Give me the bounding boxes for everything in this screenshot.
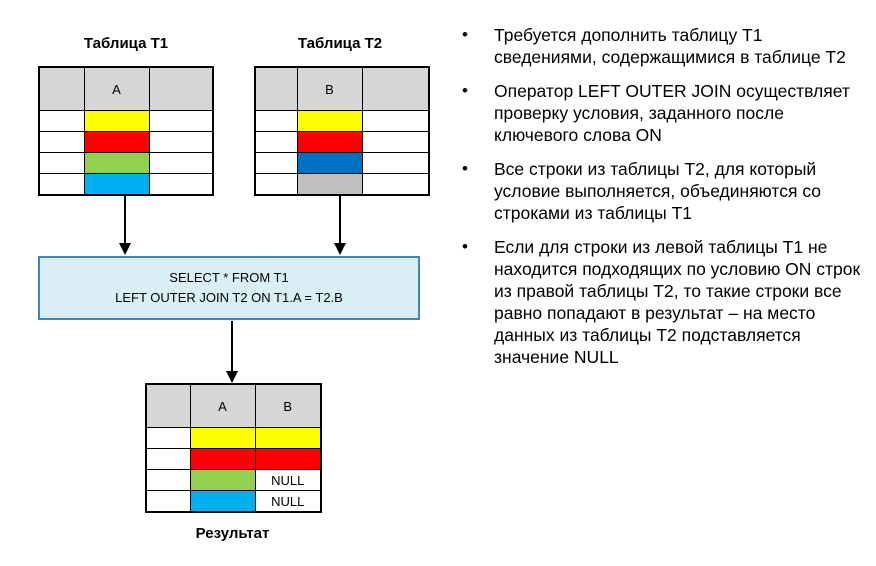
table-row [145,427,322,449]
list-item: • Оператор LEFT OUTER JOIN осуществляет п… [462,80,862,146]
table-t1-header: A [38,66,214,111]
explanation-list: • Требуется дополнить таблицу Т1 сведения… [462,24,862,380]
bullet-text: Если для строки из левой таблицы Т1 не н… [494,237,861,367]
table-row [38,110,214,132]
column-header-a: A [83,66,150,111]
result-b-cell [254,427,322,449]
arrow-query-to-result [226,321,238,383]
table-t1-title: Таблица Т1 [83,35,169,52]
sql-query-box: SELECT * FROM T1 LEFT OUTER JOIN T2 ON T… [38,256,420,320]
bullet-text: Все строки из таблицы Т2, для который ус… [494,159,821,223]
table-row: NULL [145,490,322,513]
color-cell [296,110,363,132]
header-cell [148,66,214,111]
result-b-cell: NULL [254,469,322,491]
bullet-text: Оператор LEFT OUTER JOIN осуществляет пр… [494,81,850,145]
table-t1: A [38,66,214,196]
color-cell [189,448,256,470]
table-t2: B [254,66,430,196]
table-row [145,448,322,470]
arrow-t2-to-query [334,195,346,255]
table-t2-title: Таблица Т2 [297,35,383,52]
color-cell [296,152,363,174]
table-row [38,173,214,196]
sql-line-1: SELECT * FROM T1 [169,270,289,285]
color-cell [83,131,150,153]
header-cell [361,66,430,111]
table-row [38,152,214,174]
column-header-b: B [254,383,322,428]
sql-line-2: LEFT OUTER JOIN T2 ON T1.A = T2.B [115,290,343,305]
bullet-text: Требуется дополнить таблицу Т1 сведениям… [494,25,846,67]
table-row [254,173,430,196]
bullet-icon: • [462,237,468,256]
color-cell [189,427,256,449]
result-table: A B NULL NULL [145,383,322,513]
result-title: Результат [195,525,270,542]
color-cell [296,131,363,153]
color-cell [189,490,256,513]
color-cell [189,469,256,491]
color-cell [83,152,150,174]
column-header-a: A [189,383,256,428]
color-cell [83,173,150,196]
list-item: • Требуется дополнить таблицу Т1 сведения… [462,24,862,68]
table-row [254,152,430,174]
table-t2-header: B [254,66,430,111]
arrow-t1-to-query [119,195,131,255]
result-b-cell [254,448,322,470]
header-cell [145,383,191,428]
result-b-cell: NULL [254,490,322,513]
list-item: • Все строки из таблицы Т2, для который у… [462,158,862,224]
table-row [38,131,214,153]
color-cell [83,110,150,132]
header-cell [254,66,298,111]
bullet-icon: • [462,81,468,100]
table-row [254,131,430,153]
bullet-icon: • [462,25,468,44]
color-cell [296,173,363,196]
bullet-icon: • [462,159,468,178]
list-item: • Если для строки из левой таблицы Т1 не … [462,236,862,368]
column-header-b: B [296,66,363,111]
table-row: NULL [145,469,322,491]
table-row [254,110,430,132]
header-cell [38,66,85,111]
result-header: A B [145,383,322,428]
